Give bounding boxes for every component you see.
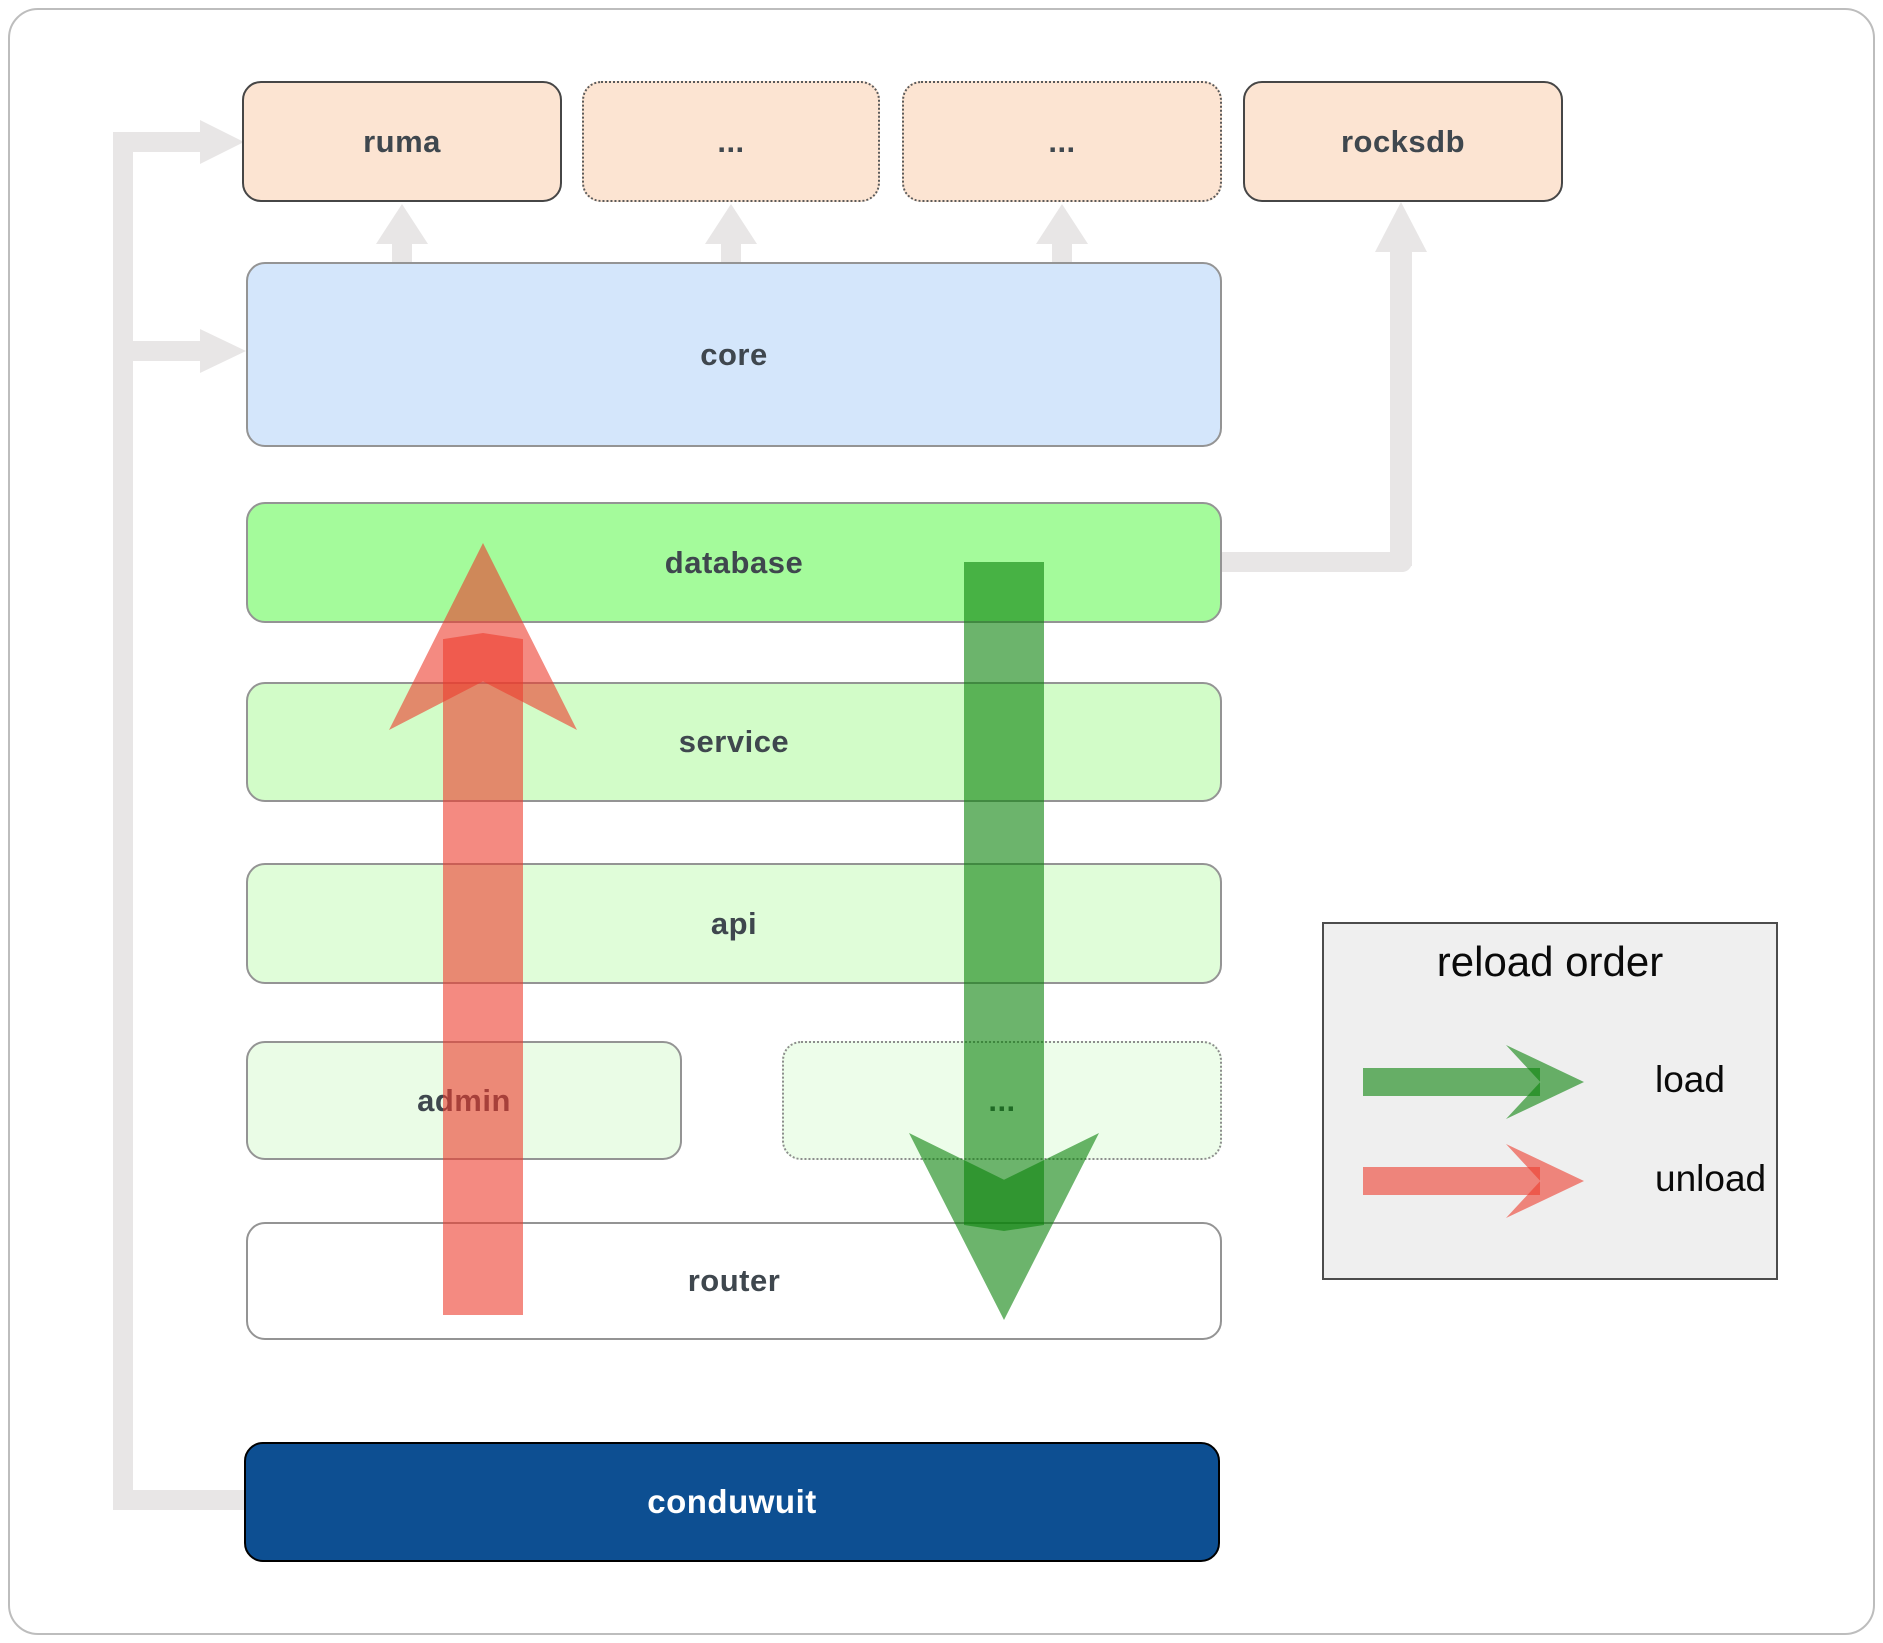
node-ruma: ruma [242, 81, 562, 202]
core-to-ellipsis2-shaft [1052, 238, 1072, 264]
node-database-label: database [664, 544, 804, 580]
node-core: core [246, 262, 1222, 447]
node-ellipsis-top-1: ... [582, 81, 880, 202]
node-ruma-label: ruma [363, 123, 441, 159]
node-rocksdb: rocksdb [1243, 81, 1563, 202]
database-to-rocksdb-line-h [1222, 552, 1412, 572]
core-to-ellipsis1-shaft [721, 238, 741, 264]
legend-unload-label: unload [1655, 1158, 1767, 1199]
legend-title: reload order [1436, 938, 1664, 985]
legend-box [1322, 922, 1778, 1280]
node-router-label: router [687, 1263, 781, 1298]
node-rocksdb-label: rocksdb [1340, 123, 1466, 159]
connector-to-ruma-line [113, 132, 207, 152]
node-ellipsis-top-2: ... [902, 81, 1222, 202]
node-ellipsis-top-2-label: ... [1048, 123, 1076, 159]
connector-left-vertical [113, 133, 133, 1510]
load-arrow-shaft [964, 562, 1044, 1231]
node-api-label: api [710, 905, 758, 941]
legend-load-label: load [1655, 1059, 1725, 1100]
node-router: router [246, 1222, 1222, 1340]
node-ellipsis-top-1-label: ... [717, 123, 745, 159]
node-service: service [246, 682, 1222, 802]
legend-load-arrow-shaft [1363, 1068, 1540, 1096]
node-service-label: service [678, 724, 790, 759]
database-to-rocksdb-line-v [1390, 246, 1412, 566]
connector-to-core-line [113, 341, 207, 361]
node-conduwuit: conduwuit [244, 1442, 1220, 1562]
node-conduwuit-label: conduwuit [647, 1483, 817, 1520]
core-to-ruma-shaft [392, 238, 412, 264]
node-core-label: core [700, 336, 768, 372]
node-api: api [246, 863, 1222, 984]
connector-left-bottom [113, 1490, 246, 1510]
node-database: database [246, 502, 1222, 623]
legend-unload-arrow-shaft [1363, 1167, 1540, 1195]
outer-frame [8, 8, 1875, 1635]
unload-arrow-shaft [443, 633, 523, 1315]
